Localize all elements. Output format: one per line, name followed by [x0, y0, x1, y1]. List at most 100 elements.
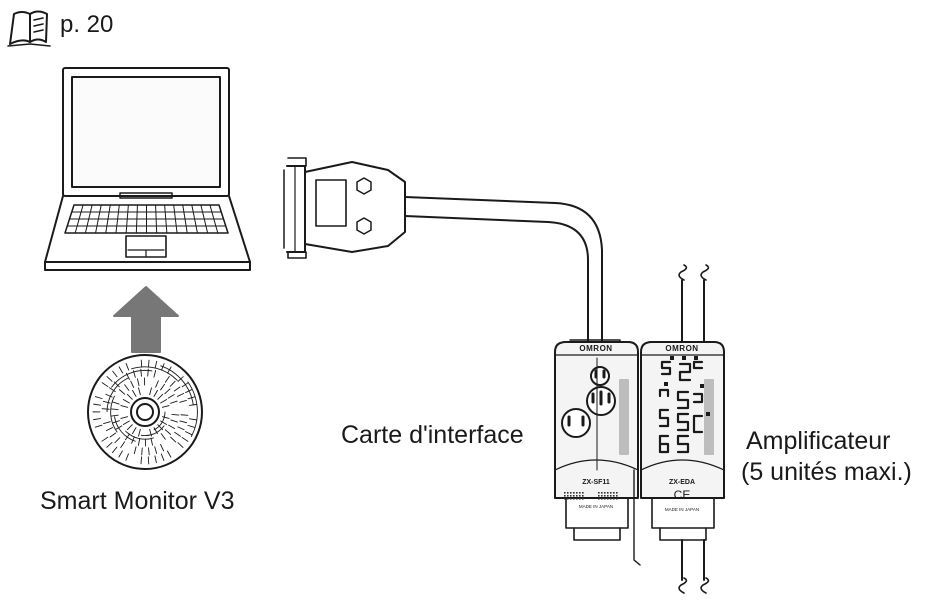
- grille-dot: [607, 492, 609, 494]
- cd-groove: [94, 419, 101, 420]
- cd-groove: [133, 390, 137, 396]
- cable-icon: [405, 197, 602, 345]
- cd-groove: [102, 437, 108, 441]
- cd-groove: [154, 390, 158, 396]
- grille-dot: [613, 492, 615, 494]
- grille-dot: [567, 498, 569, 500]
- cd-groove: [180, 400, 187, 402]
- laptop-icon: [45, 68, 250, 270]
- grille-dot: [616, 492, 618, 494]
- grille-dot: [604, 492, 606, 494]
- cd-groove: [137, 379, 139, 386]
- grille-dot: [610, 495, 612, 497]
- cd-groove: [181, 415, 188, 416]
- grille-dot: [604, 498, 606, 500]
- manual-book-icon: [8, 12, 50, 47]
- cd-groove: [95, 425, 102, 427]
- cd-rom-icon: [88, 355, 202, 469]
- cd-groove: [133, 428, 137, 434]
- amplifier-brand-mark: OMRON: [665, 344, 698, 353]
- cd-groove: [165, 377, 169, 383]
- grille-dot: [567, 492, 569, 494]
- display-indicator: [706, 412, 710, 416]
- cd-groove: [125, 385, 129, 391]
- software-label: Smart Monitor V3: [40, 486, 235, 516]
- cd-groove: [155, 456, 157, 463]
- cd-groove: [174, 387, 180, 391]
- grille-dot: [601, 492, 603, 494]
- cd-groove: [110, 433, 116, 437]
- amplifier-unit-device: [634, 265, 724, 593]
- cd-groove: [119, 390, 124, 395]
- amplifier-made-in-mark: MADE IN JAPAN: [665, 507, 699, 512]
- grille-dot: [570, 495, 572, 497]
- cd-groove: [182, 437, 188, 441]
- manual-page-reference: p. 20: [60, 10, 113, 40]
- cd-groove: [134, 447, 136, 454]
- grille-dot: [564, 495, 566, 497]
- grille-dot: [598, 492, 600, 494]
- cd-groove: [111, 409, 118, 410]
- cd-groove: [126, 454, 129, 461]
- cd-groove: [148, 360, 149, 367]
- cd-groove: [168, 395, 174, 399]
- grille-dot: [570, 498, 572, 500]
- interface-brand-mark: OMRON: [579, 344, 612, 353]
- cd-groove: [107, 377, 112, 382]
- cd-groove: [169, 425, 175, 428]
- grille-dot: [610, 492, 612, 494]
- grille-dot: [573, 498, 575, 500]
- grille-dot: [570, 492, 572, 494]
- cd-groove: [123, 400, 129, 404]
- cd-groove: [149, 448, 150, 455]
- cd-groove: [102, 383, 108, 387]
- grille-dot: [598, 495, 600, 497]
- cd-groove: [188, 425, 195, 427]
- cd-groove: [156, 381, 159, 387]
- amplifier-model-mark: ZX-EDA: [669, 479, 695, 486]
- cd-groove: [161, 444, 164, 450]
- cd-groove: [119, 367, 122, 373]
- cd-groove: [171, 420, 178, 422]
- cd-arc: [111, 396, 117, 432]
- cd-groove: [171, 437, 176, 442]
- display-indicator: [664, 382, 668, 386]
- cd-groove: [165, 430, 170, 435]
- cd-groove: [161, 454, 164, 461]
- cd-groove: [158, 394, 163, 399]
- grille-dot: [573, 495, 575, 497]
- cd-groove: [139, 429, 141, 436]
- cd-groove: [151, 438, 153, 445]
- cd-groove: [115, 438, 120, 443]
- grille-dot: [616, 495, 618, 497]
- grille-dot: [607, 495, 609, 497]
- cd-groove: [103, 401, 110, 403]
- cd-groove: [172, 414, 179, 415]
- cd-groove: [119, 451, 123, 457]
- upload-arrow-icon: [114, 287, 178, 352]
- cd-groove: [165, 389, 170, 394]
- interface-unit-device: [555, 340, 638, 540]
- cd-groove: [95, 397, 102, 399]
- cd-groove: [167, 451, 170, 457]
- cd-groove: [139, 388, 141, 395]
- cd-groove: [154, 370, 156, 377]
- cd-groove: [142, 448, 143, 455]
- grille-dot: [576, 492, 578, 494]
- grille-dot: [579, 492, 581, 494]
- cd-groove: [126, 364, 129, 371]
- ce-mark: CE: [674, 488, 691, 502]
- cd-groove: [162, 417, 169, 419]
- rs232c-connector-icon: [284, 158, 405, 258]
- cd-groove: [148, 457, 149, 464]
- cd-groove: [170, 381, 175, 386]
- cd-groove: [155, 447, 157, 454]
- grille-dot: [613, 495, 615, 497]
- interface-made-in-mark: MADE IN JAPAN: [579, 504, 613, 509]
- cd-groove: [180, 421, 187, 423]
- display-indicator: [682, 356, 686, 360]
- cd-groove: [112, 447, 116, 452]
- cd-groove: [161, 400, 167, 404]
- grille-dot: [607, 498, 609, 500]
- grille-dot: [579, 495, 581, 497]
